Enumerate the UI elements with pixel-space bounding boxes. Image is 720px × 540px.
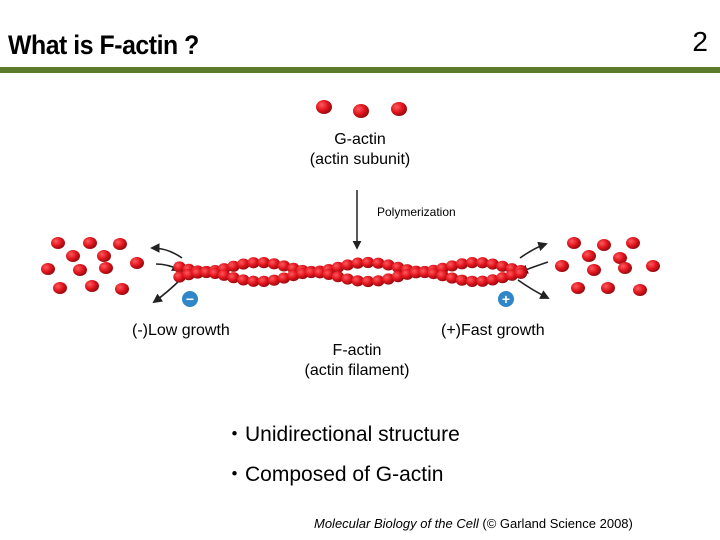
citation-publisher: (© Garland Science 2008) bbox=[479, 516, 633, 531]
title-divider bbox=[0, 67, 720, 73]
right-monomers bbox=[555, 237, 660, 296]
minus-end-label: (-)Low growth bbox=[132, 321, 230, 341]
g-actin-name: G-actin bbox=[290, 130, 430, 150]
citation: Molecular Biology of the Cell (© Garland… bbox=[314, 516, 633, 531]
slide-title: What is F-actin ? bbox=[8, 30, 199, 61]
left-monomers bbox=[41, 237, 144, 295]
f-actin-name: F-actin bbox=[287, 341, 427, 361]
g-actin-monomers bbox=[316, 100, 407, 118]
bullet-unidirectional: ・Unidirectional structure bbox=[224, 418, 460, 448]
plus-end-marker: + bbox=[498, 291, 514, 307]
plus-end-label: (+)Fast growth bbox=[441, 321, 545, 341]
g-actin-description: (actin subunit) bbox=[290, 150, 430, 170]
slide-number: 2 bbox=[692, 26, 708, 58]
f-actin-description: (actin filament) bbox=[287, 361, 427, 381]
bullet-composition: ・Composed of G-actin bbox=[224, 458, 443, 488]
f-actin-filament bbox=[173, 257, 527, 287]
filament-subunit bbox=[515, 268, 527, 279]
minus-end-marker: − bbox=[182, 291, 198, 307]
f-actin-label: F-actin (actin filament) bbox=[287, 341, 427, 381]
svg-text:+: + bbox=[502, 291, 510, 307]
actin-polymerization-diagram: − + bbox=[0, 80, 720, 340]
citation-book-title: Molecular Biology of the Cell bbox=[314, 516, 479, 531]
polymerization-label: Polymerization bbox=[377, 205, 456, 219]
g-actin-label: G-actin (actin subunit) bbox=[290, 130, 430, 170]
svg-text:−: − bbox=[186, 291, 194, 307]
